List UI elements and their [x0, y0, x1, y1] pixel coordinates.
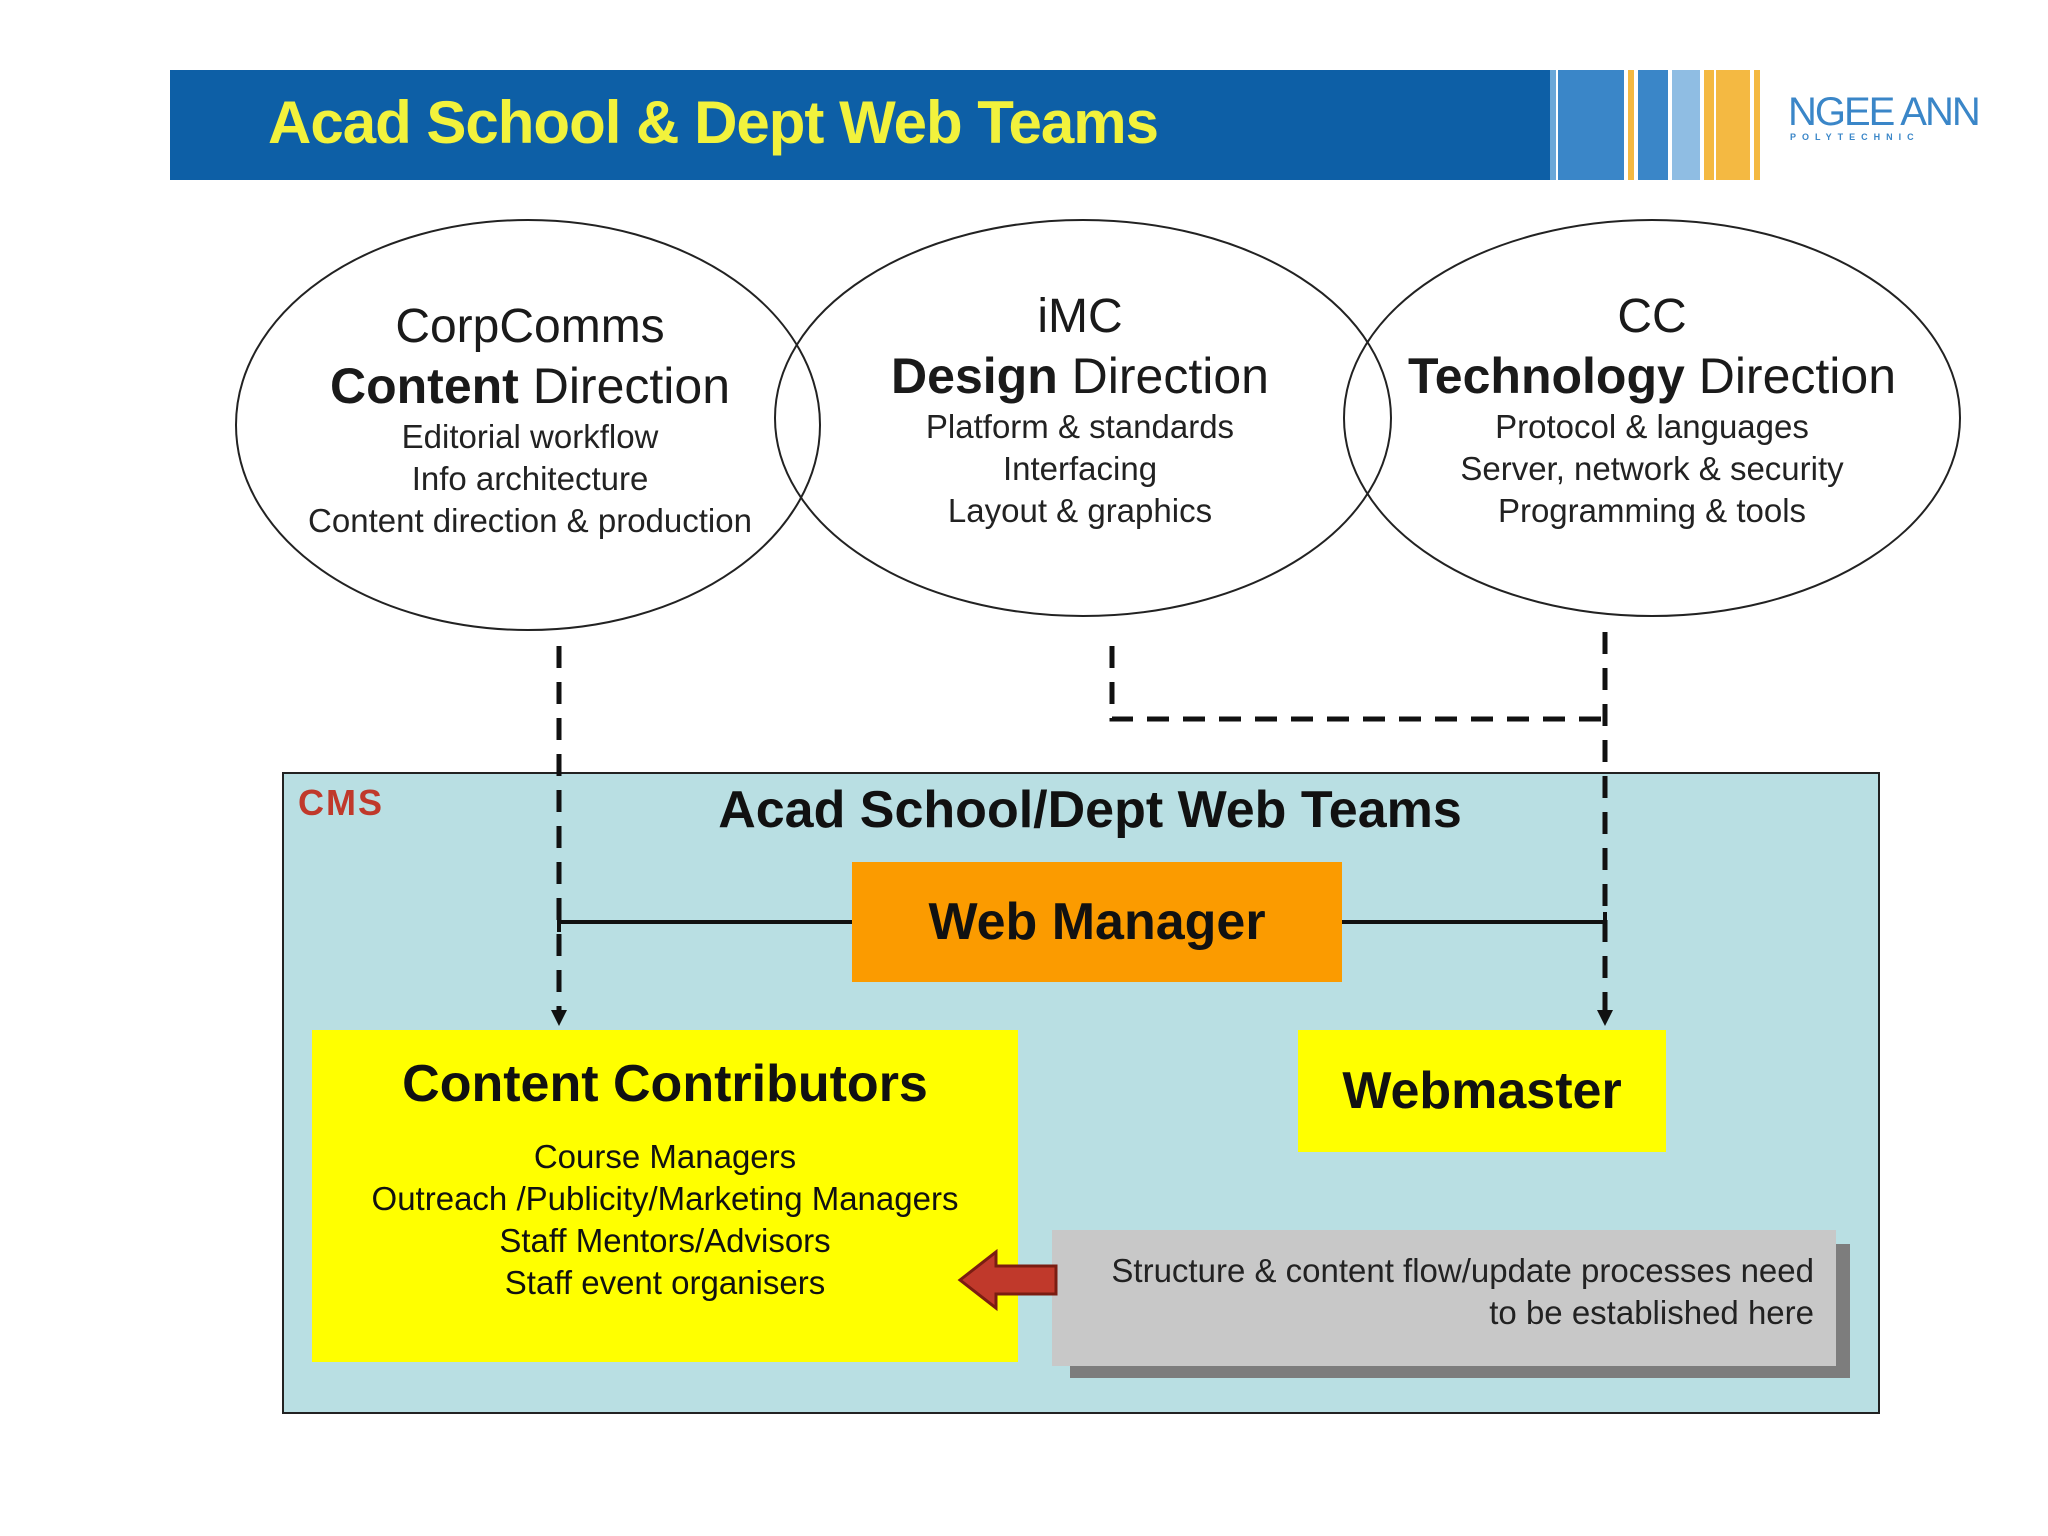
direction-item: Info architecture [411, 460, 649, 497]
header-banner: Acad School & Dept Web Teams [170, 70, 1980, 180]
direction-item: Platform & standards [925, 408, 1235, 445]
org-name: CorpComms [395, 300, 665, 353]
org-name: CC [1617, 290, 1687, 343]
left-arrow-shape [957, 1248, 1058, 1312]
org-name: iMC [1037, 290, 1123, 343]
arrowhead-technology [1597, 1010, 1613, 1026]
content-contributors-list: Course Managers Outreach /Publicity/Mark… [312, 1136, 1018, 1304]
logo-stripe [1716, 70, 1750, 180]
webmaster-box: Webmaster [1298, 1030, 1666, 1152]
ellipse-design [774, 219, 1392, 617]
direction-item: Protocol & languages [1495, 408, 1809, 445]
cms-title: Acad School/Dept Web Teams [718, 781, 1462, 839]
logo-stripe [1558, 70, 1624, 180]
contributor-item: Outreach /Publicity/Marketing Managers [371, 1180, 959, 1217]
ellipse-content [235, 219, 821, 631]
logo-stripe [1672, 70, 1700, 180]
direction-bold: Content [329, 358, 519, 414]
left-arrow-icon [957, 1248, 1058, 1312]
logo-text: NGEE ANN [1788, 90, 1981, 134]
direction-title: Technology Direction [1372, 346, 1932, 406]
arrowhead-content [551, 1010, 567, 1026]
note-line: Structure & content flow/update processe… [1111, 1252, 1814, 1289]
direction-rest: Direction [518, 358, 731, 414]
ellipse-technology [1343, 219, 1961, 617]
cms-label: CMS [298, 782, 384, 823]
direction-title: Content Direction [260, 356, 800, 416]
contributor-item: Staff Mentors/Advisors [499, 1222, 831, 1259]
direction-rest: Direction [1057, 348, 1269, 404]
logo-stripe [1628, 70, 1634, 180]
web-manager-box: Web Manager [852, 862, 1342, 982]
contributor-item: Course Managers [533, 1138, 797, 1175]
direction-item: Interfacing [1002, 450, 1158, 487]
direction-title: Design Direction [810, 346, 1350, 406]
content-direction-label: CorpComms Content Direction Editorial wo… [260, 298, 800, 542]
content-contributors-title: Content Contributors [402, 1055, 928, 1113]
logo-stripe [1704, 70, 1714, 180]
note-line: to be established here [1489, 1294, 1814, 1331]
content-contributors-box: Content Contributors Course Managers Out… [312, 1030, 1018, 1362]
page-title: Acad School & Dept Web Teams [268, 89, 1159, 156]
design-direction-label: iMC Design Direction Platform & standard… [810, 288, 1350, 532]
logo-stripe [1754, 70, 1760, 180]
logo-stripe [1550, 70, 1556, 180]
direction-item: Server, network & security [1460, 450, 1844, 487]
direction-item: Content direction & production [308, 502, 752, 539]
direction-bold: Design [891, 348, 1058, 404]
direction-item: Programming & tools [1497, 492, 1807, 529]
technology-direction-label: CC Technology Direction Protocol & langu… [1372, 288, 1932, 532]
dashed-connector-design [1109, 646, 1605, 722]
process-note: Structure & content flow/update processe… [1052, 1230, 1836, 1366]
logo-subtext: POLYTECHNIC [1790, 132, 1920, 142]
logo-area [1550, 70, 1980, 180]
contributor-item: Staff event organisers [504, 1264, 826, 1301]
direction-bold: Technology [1407, 348, 1685, 404]
direction-item: Layout & graphics [947, 492, 1213, 529]
direction-item: Editorial workflow [401, 418, 659, 455]
logo-stripe [1638, 70, 1668, 180]
direction-rest: Direction [1684, 348, 1897, 404]
